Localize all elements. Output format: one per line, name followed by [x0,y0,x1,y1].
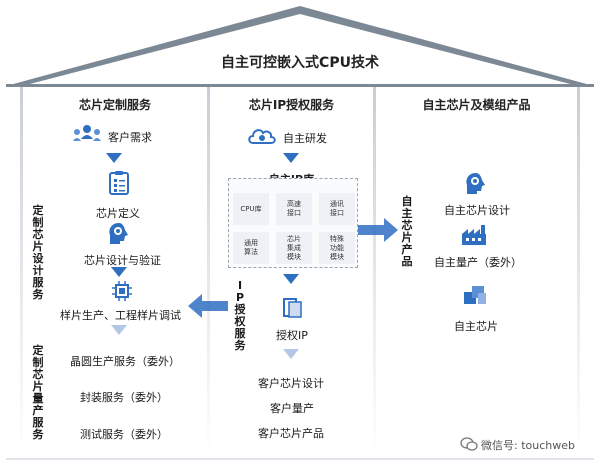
arrow-down-6 [283,349,299,359]
wafer-service-label: 晶圆生产服务（委外） [70,355,180,368]
ip-cell-line: 接口 [287,209,301,217]
own-design-label: 自主芯片设计 [444,204,510,217]
ip-cell-comm: 通讯接口 [319,193,355,225]
roof-title: 自主可控嵌入式CPU技术 [221,55,379,71]
head-gears-icon [109,223,128,244]
arrow-down-1 [106,153,122,163]
testing-service-label: 测试服务（委外） [80,428,168,441]
roof-outline [6,6,594,86]
ip-cell-integration: 芯片集成模块 [276,232,312,264]
head-gears-icon [466,173,485,194]
cloud-gear-icon [248,129,276,144]
customer-design-label: 客户芯片设计 [258,377,324,390]
ip-cell-line: CPU库 [240,204,262,213]
arrow-down-5 [283,274,299,284]
self-dev-label: 自主研发 [283,132,327,145]
ip-cell-special: 特殊功能模块 [319,232,355,264]
ip-cell-highspeed: 高速接口 [276,193,312,225]
pillar-left [20,87,23,457]
ip-cell-line: 接口 [330,209,344,217]
packaging-service-label: 封装服务（委外） [80,391,168,404]
own-mass-label: 自主量产（委外） [434,256,522,269]
ip-cell-line: 特殊 [330,234,344,243]
roof-beam [6,84,594,87]
ip-cell-line: 模块 [330,252,344,261]
section-header-middle: 芯片IP授权服务 [248,98,335,112]
ip-cell-algorithm: 通用算法 [233,232,269,264]
section-header-right: 自主芯片及模组产品 [422,98,531,112]
own-chip-product-side-label: 自主芯片产品 [401,195,413,268]
checklist-icon [109,171,129,195]
arrow-down-3 [111,325,127,335]
people-icon [73,125,101,141]
ip-cell-cpu: CPU库 [233,193,269,225]
customer-mass-label: 客户量产 [270,402,314,415]
ip-cell-line: 芯片 [287,234,301,243]
chip-definition-label: 芯片定义 [96,207,140,220]
ip-library-box: CPU库 高速接口 通讯接口 通用算法 芯片集成模块 特殊功能模块 [228,178,358,268]
section-header-left: 芯片定制服务 [78,98,151,112]
chip-icon [112,281,132,301]
wechat-icon [460,437,478,451]
pillar-mid-right [373,87,376,457]
ip-cell-line: 高速 [287,200,301,208]
ip-cell-line: 模块 [287,252,301,261]
factory-icon [462,225,486,245]
production-service-side-label: 定制芯片量产服务 [32,344,44,441]
pillar-right [577,87,580,457]
own-chip-label: 自主芯片 [454,320,498,333]
licensed-ip-label: 授权IP [276,329,308,342]
watermark-text: 微信号: touchweb [481,439,575,452]
pillar-mid-left [207,87,210,457]
design-verify-label: 芯片设计与验证 [84,254,161,267]
ip-cell-line: 通讯 [330,200,344,208]
sample-production-label: 样片生产、工程样片调试 [60,309,181,322]
arrow-down-2 [111,267,127,277]
customer-product-label: 客户芯片产品 [258,427,324,440]
boxes-icon [464,286,486,304]
document-icon [283,298,302,318]
ip-cell-line: 集成 [287,243,301,252]
ground-line [6,458,594,460]
arrow-left-to-samples [188,294,228,318]
arrow-right-to-products [358,218,398,242]
ip-cell-line: 算法 [244,248,258,256]
design-service-side-label: 定制芯片设计服务 [32,204,44,301]
ip-cell-line: 通用 [244,239,258,247]
ip-cell-line: 功能 [330,243,344,252]
arrow-down-4 [283,153,299,163]
customer-demand-label: 客户需求 [108,131,152,144]
